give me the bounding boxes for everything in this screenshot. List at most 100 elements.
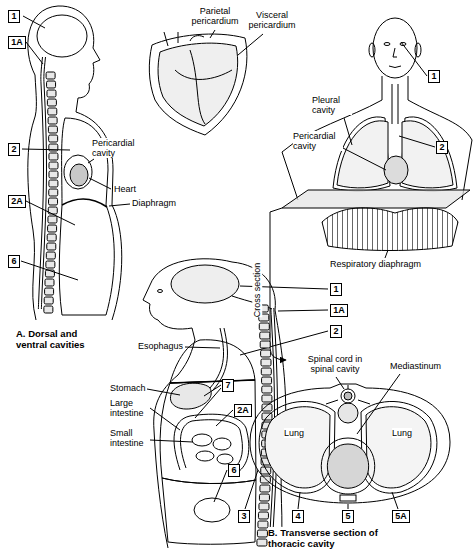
sagittal-figure xyxy=(143,259,328,548)
callout-number: 5A xyxy=(392,510,410,523)
body-profile xyxy=(28,6,122,320)
part-label: Diaphragm xyxy=(132,198,176,208)
sagittal-figure xyxy=(194,498,230,522)
callout-number: 7 xyxy=(222,379,234,392)
cross-section xyxy=(327,444,368,488)
sagittal-figure xyxy=(180,420,242,468)
callout-number: 2 xyxy=(330,325,342,338)
vertebral-column xyxy=(49,180,58,187)
vertebral-column xyxy=(45,279,54,286)
frontal-figure xyxy=(322,208,458,251)
heart-inset xyxy=(210,30,215,38)
cross-section xyxy=(298,492,300,509)
vertebral-column xyxy=(49,135,58,142)
vertebral-column xyxy=(49,171,58,178)
sagittal-figure xyxy=(170,383,211,409)
vertebral-column xyxy=(258,512,268,519)
frontal-figure xyxy=(415,43,421,57)
callout-number: 1A xyxy=(330,304,348,317)
callout-text: 1 xyxy=(431,71,437,82)
vertebral-column xyxy=(46,261,55,268)
cross-section xyxy=(245,374,450,509)
part-label: Spinal cord in spinal cavity xyxy=(296,354,374,374)
vertebral-column xyxy=(48,225,57,232)
vertebral-column xyxy=(261,467,271,474)
vertebral-column xyxy=(257,530,267,537)
callout-number: 1A xyxy=(8,36,26,49)
vertebral-column xyxy=(47,234,56,241)
callout-text: 1 xyxy=(333,284,339,295)
vertebral-column xyxy=(47,243,56,250)
vertebral-column xyxy=(257,539,267,546)
callout-number: 3 xyxy=(238,510,250,523)
vertebral-column xyxy=(262,377,272,384)
part-label: Lung xyxy=(284,428,304,438)
callout-number: 6 xyxy=(8,255,20,268)
heart-inset xyxy=(238,34,263,55)
vertebral-column xyxy=(48,117,57,124)
callout-number: 1 xyxy=(330,283,342,296)
callout-text: 2 xyxy=(333,326,339,337)
leader-line xyxy=(21,261,78,280)
frontal-figure xyxy=(369,43,375,57)
vertebral-column xyxy=(259,494,269,501)
callout-number: 1 xyxy=(428,70,440,83)
vertebral-column xyxy=(48,216,57,223)
callout-text: 1 xyxy=(11,11,17,22)
frontal-figure xyxy=(400,117,457,191)
frontal-figure xyxy=(373,18,417,78)
cross-section xyxy=(340,495,356,501)
section-note: Cross section xyxy=(252,263,262,318)
sagittal-figure xyxy=(150,440,193,442)
callout-number: 2 xyxy=(8,143,20,156)
leader-line xyxy=(109,204,130,206)
vertebral-column xyxy=(49,189,58,196)
sagittal-figure xyxy=(150,408,180,430)
part-label: Pericardial cavity xyxy=(293,131,343,151)
body-profile xyxy=(70,164,88,186)
part-label: Stomach xyxy=(110,383,146,393)
vertebral-column xyxy=(46,72,55,79)
frontal-figure xyxy=(392,84,398,124)
frontal-figure xyxy=(384,156,408,184)
frontal-figure xyxy=(337,121,388,188)
vertebral-column xyxy=(48,108,57,115)
cross-section xyxy=(326,385,370,404)
sagittal-figure xyxy=(213,438,231,450)
vertebral-column xyxy=(49,162,58,169)
callout-text: 5A xyxy=(395,511,407,522)
sagittal-figure xyxy=(158,290,163,293)
figure-caption: B. Transverse section of thoracic cavity xyxy=(268,527,388,549)
sagittal-figure xyxy=(171,265,239,303)
leader-line xyxy=(22,149,70,150)
callout-number: 1 xyxy=(8,10,20,23)
callout-text: 6 xyxy=(231,465,237,476)
vertebral-column xyxy=(49,198,58,205)
callout-number: 2A xyxy=(234,404,252,417)
vertebral-column xyxy=(38,57,58,313)
part-label: Pleural cavity xyxy=(312,95,352,115)
frontal-figure xyxy=(402,121,453,188)
vertebral-column xyxy=(45,288,54,295)
sagittal-figure xyxy=(232,262,286,548)
callout-number: 6 xyxy=(228,464,240,477)
vertebral-column xyxy=(259,323,269,330)
sagittal-figure xyxy=(147,389,180,395)
cross-section xyxy=(341,389,355,403)
sagittal-figure xyxy=(170,380,255,383)
sagittal-figure xyxy=(195,388,221,418)
heart-inset xyxy=(175,50,232,124)
cross-section xyxy=(250,384,450,503)
sagittal-figure xyxy=(185,347,220,348)
part-label: Visceral pericardium xyxy=(244,10,300,30)
part-label: Mediastinum xyxy=(390,361,441,371)
callout-text: 6 xyxy=(11,256,17,267)
frontal-figure xyxy=(344,118,352,145)
vertebral-column xyxy=(260,332,270,339)
leader-line xyxy=(23,16,45,28)
body-profile xyxy=(62,199,107,207)
part-label: Esophagus xyxy=(138,341,183,351)
part-label: Small intestine xyxy=(110,428,150,448)
vertebral-column xyxy=(47,81,56,88)
figure-caption: A. Dorsal and ventral cavities xyxy=(16,328,106,350)
